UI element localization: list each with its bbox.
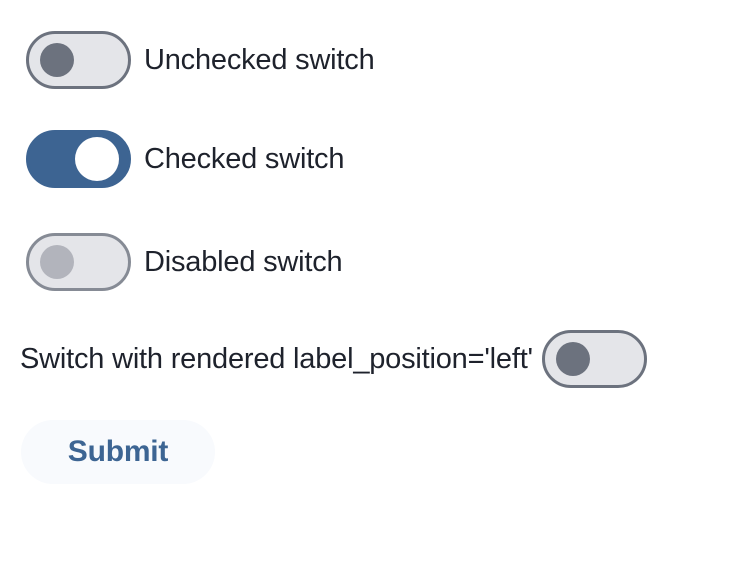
- unchecked-switch-label[interactable]: Unchecked switch: [144, 43, 375, 76]
- switch-knob: [40, 245, 74, 279]
- disabled-switch-toggle: [26, 233, 131, 291]
- disabled-switch-label: Disabled switch: [144, 245, 343, 278]
- unchecked-switch-toggle[interactable]: [26, 31, 131, 89]
- switch-row-checked: Checked switch: [26, 130, 344, 188]
- submit-button[interactable]: Submit: [21, 420, 215, 484]
- switch-knob: [75, 137, 119, 181]
- switch-row-label-left: Switch with rendered label_position='lef…: [20, 330, 647, 388]
- switch-row-disabled: Disabled switch: [26, 233, 343, 291]
- switch-knob: [555, 342, 590, 376]
- checked-switch-label[interactable]: Checked switch: [144, 142, 345, 175]
- label-left-switch-label[interactable]: Switch with rendered label_position='lef…: [20, 342, 533, 375]
- switch-row-unchecked: Unchecked switch: [26, 31, 375, 89]
- label-left-switch-toggle[interactable]: [541, 330, 647, 388]
- checked-switch-toggle[interactable]: [26, 130, 131, 188]
- switch-knob: [40, 43, 74, 77]
